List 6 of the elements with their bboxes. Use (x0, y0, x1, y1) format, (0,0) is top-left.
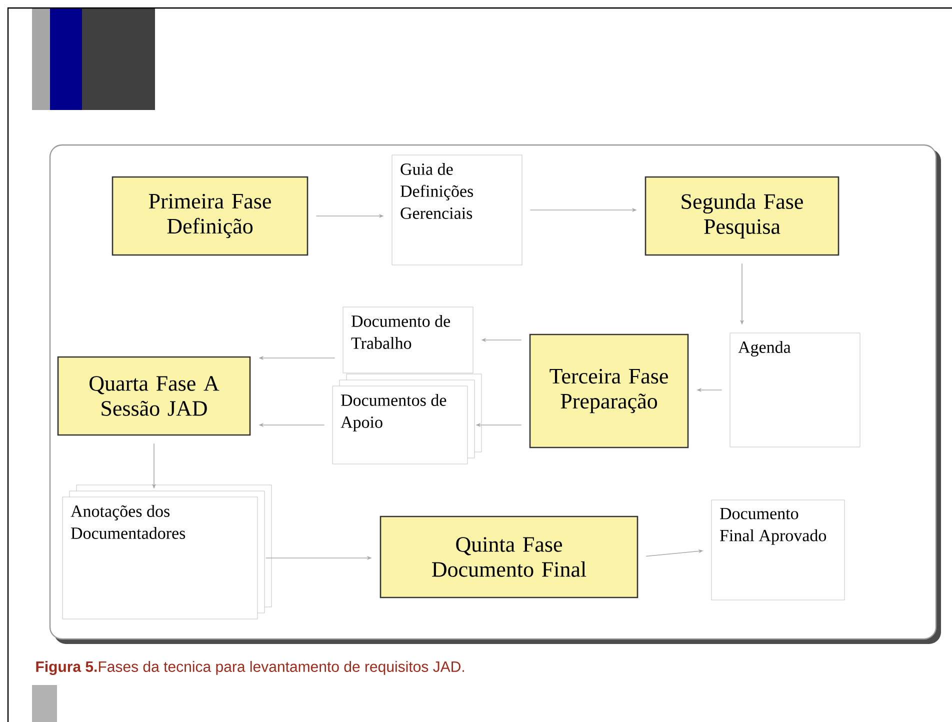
phase-box: Segunda Fase Pesquisa (644, 176, 840, 256)
phase-box: Primeira Fase Definição (112, 176, 308, 256)
phase-box: Quinta Fase Documento Final (380, 516, 638, 598)
phase-box: Terceira Fase Preparação (529, 334, 689, 448)
figure-caption: Figura 5.Fases da tecnica para levantamento de requisitos JAD. (36, 660, 464, 676)
phase-box: Quarta Fase A Sessão JAD (57, 356, 251, 436)
